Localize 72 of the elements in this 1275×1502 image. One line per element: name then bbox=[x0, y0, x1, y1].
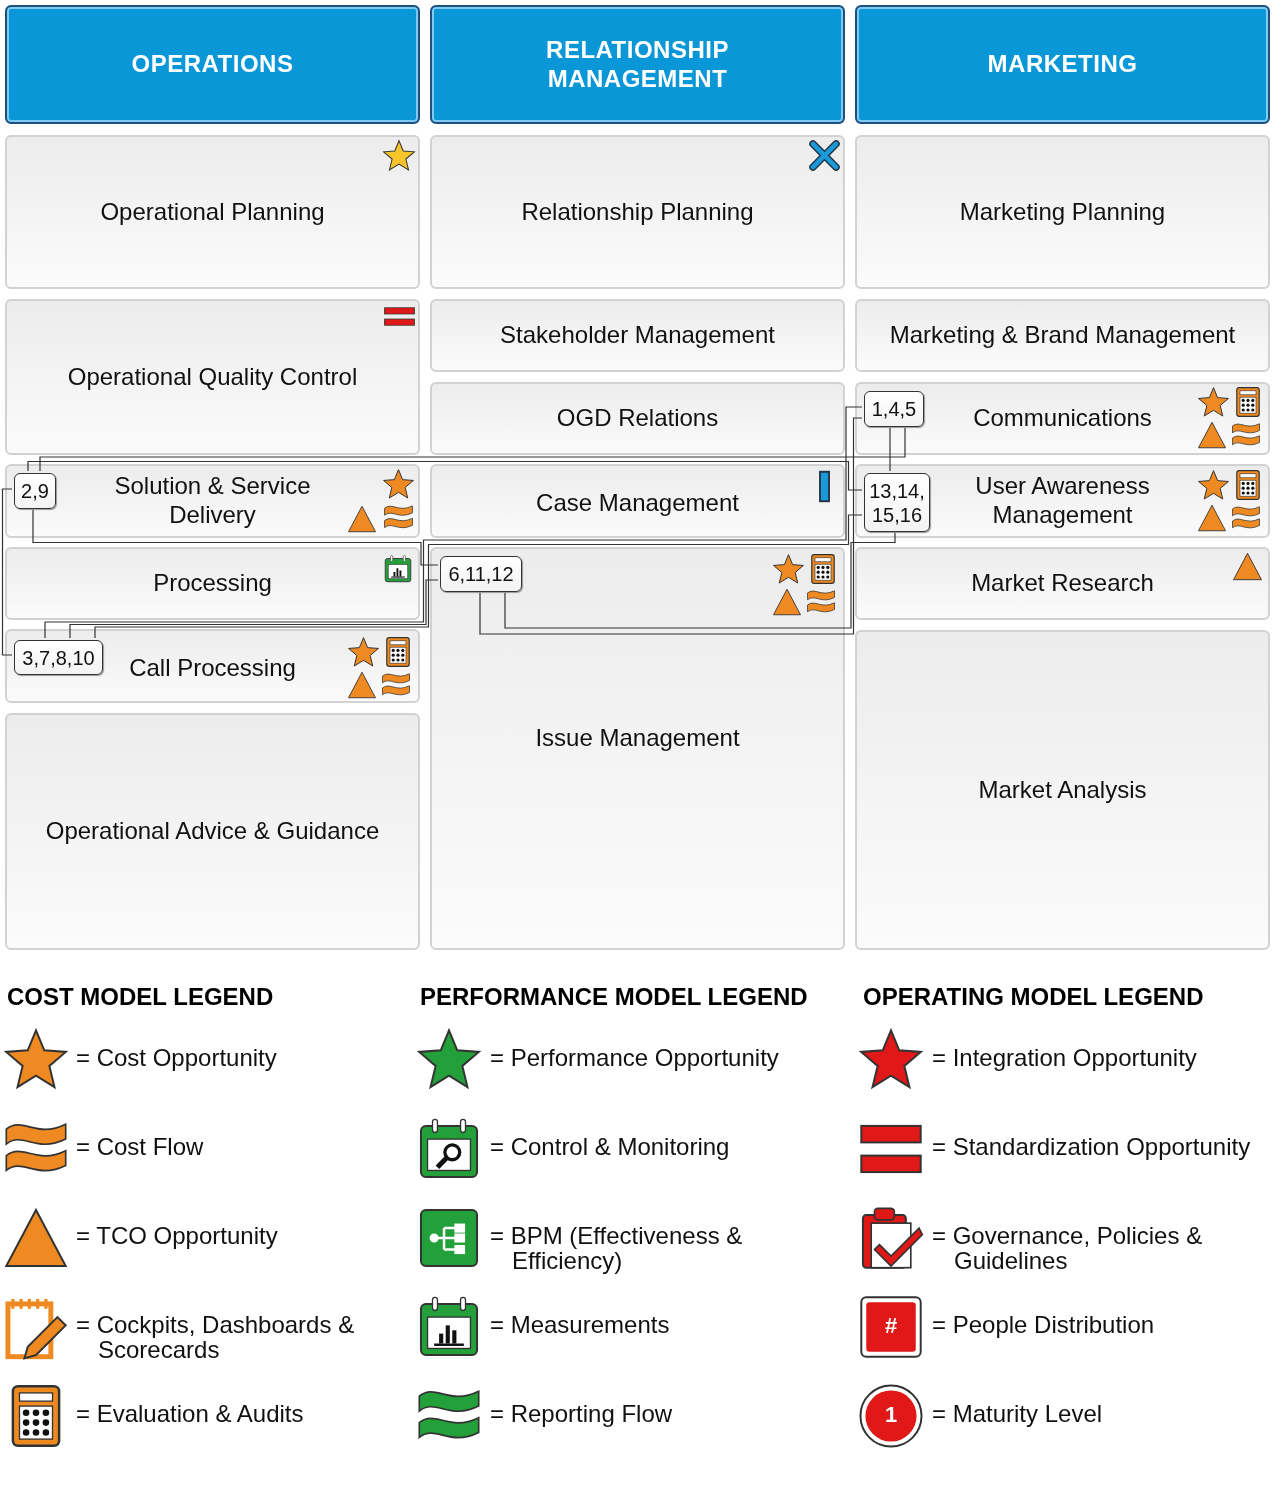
capability-box bbox=[855, 547, 1270, 620]
column-header: MARKETING bbox=[855, 5, 1270, 124]
cell-label: Stakeholder Management bbox=[499, 321, 776, 350]
legend-text: = Control & Monitoring bbox=[490, 1134, 731, 1160]
cell-label: Case Management bbox=[535, 488, 740, 518]
legend-heading: PERFORMANCE MODEL LEGEND bbox=[420, 983, 808, 1011]
legend-text: = Performance Opportunity bbox=[490, 1045, 780, 1071]
capability-box bbox=[855, 135, 1270, 289]
capability-box bbox=[855, 464, 1270, 538]
cell-label: User Awareness Management bbox=[974, 472, 1151, 530]
connector-line bbox=[32, 506, 439, 566]
capability-box bbox=[430, 299, 845, 372]
cell-label: Market Research bbox=[970, 569, 1155, 598]
cell-label: Operational Planning bbox=[99, 197, 326, 227]
legend-text: = Cockpits, Dashboards & Scorecards bbox=[76, 1312, 356, 1363]
reference-tag: 13,14, 15,16 bbox=[864, 473, 930, 532]
connector-line bbox=[479, 417, 863, 635]
legend-text: = Measurements bbox=[490, 1312, 671, 1338]
cell-label: Issue Management bbox=[534, 724, 741, 753]
connector-line bbox=[1, 488, 13, 656]
legend-text: = BPM (Effectiveness & Efficiency) bbox=[490, 1223, 744, 1274]
cell-label: Marketing & Brand Management bbox=[888, 321, 1237, 350]
reference-tag: 3,7,8,10 bbox=[14, 640, 103, 675]
legend-text: = TCO Opportunity bbox=[76, 1223, 279, 1249]
connector-line bbox=[44, 406, 863, 639]
capability-box bbox=[855, 630, 1270, 950]
cell-label: Operational Quality Control bbox=[66, 362, 359, 392]
legend-text: = Reporting Flow bbox=[490, 1401, 674, 1427]
legend-text: = Cost Opportunity bbox=[76, 1045, 278, 1071]
cell-label: Market Analysis bbox=[977, 775, 1148, 805]
capability-box bbox=[855, 382, 1270, 455]
connector-line bbox=[69, 579, 439, 639]
connector-line bbox=[504, 529, 896, 629]
capability-box bbox=[430, 135, 845, 289]
legend-text: = Cost Flow bbox=[76, 1134, 205, 1160]
cell-label: Marketing Planning bbox=[958, 197, 1167, 227]
legend-text: = Integration Opportunity bbox=[932, 1045, 1198, 1071]
capability-box bbox=[5, 713, 420, 950]
capability-box bbox=[430, 547, 845, 950]
capability-box bbox=[5, 464, 420, 538]
connector-line bbox=[27, 460, 863, 491]
reference-tag: 1,4,5 bbox=[864, 391, 924, 427]
reference-tag: 2,9 bbox=[14, 473, 56, 509]
legend-text: = Maturity Level bbox=[932, 1401, 1104, 1427]
connector-line bbox=[889, 424, 891, 472]
legend-heading: COST MODEL LEGEND bbox=[7, 983, 274, 1011]
cell-label: Relationship Planning bbox=[520, 197, 755, 227]
capability-box bbox=[430, 464, 845, 538]
capability-box bbox=[5, 629, 420, 703]
column-header: RELATIONSHIP MANAGEMENT bbox=[430, 5, 845, 124]
legend-text: = Governance, Policies & Guidelines bbox=[932, 1223, 1204, 1274]
cell-label: Processing bbox=[152, 569, 273, 598]
connector-line bbox=[94, 514, 863, 639]
legend-heading: OPERATING MODEL LEGEND bbox=[863, 983, 1204, 1011]
symbol-label: # bbox=[883, 1313, 899, 1339]
legend-text: = People Distribution bbox=[932, 1312, 1156, 1338]
capability-box bbox=[5, 135, 420, 289]
cell-label: Operational Advice & Guidance bbox=[44, 817, 381, 846]
capability-box bbox=[5, 299, 420, 455]
capability-box bbox=[430, 382, 845, 455]
reference-tag: 6,11,12 bbox=[440, 556, 522, 592]
cell-label: Call Processing bbox=[128, 653, 297, 683]
capability-box bbox=[5, 547, 420, 620]
column-header: OPERATIONS bbox=[5, 5, 420, 124]
connector-line bbox=[39, 424, 906, 472]
cell-label: Communications bbox=[972, 404, 1153, 433]
legend-text: = Standardization Opportunity bbox=[932, 1134, 1252, 1160]
symbol-label: 1 bbox=[883, 1402, 899, 1428]
capability-box bbox=[855, 299, 1270, 372]
legend-text: = Evaluation & Audits bbox=[76, 1401, 305, 1427]
cell-label: Solution & Service Delivery bbox=[113, 472, 312, 530]
cell-label: OGD Relations bbox=[555, 404, 720, 433]
